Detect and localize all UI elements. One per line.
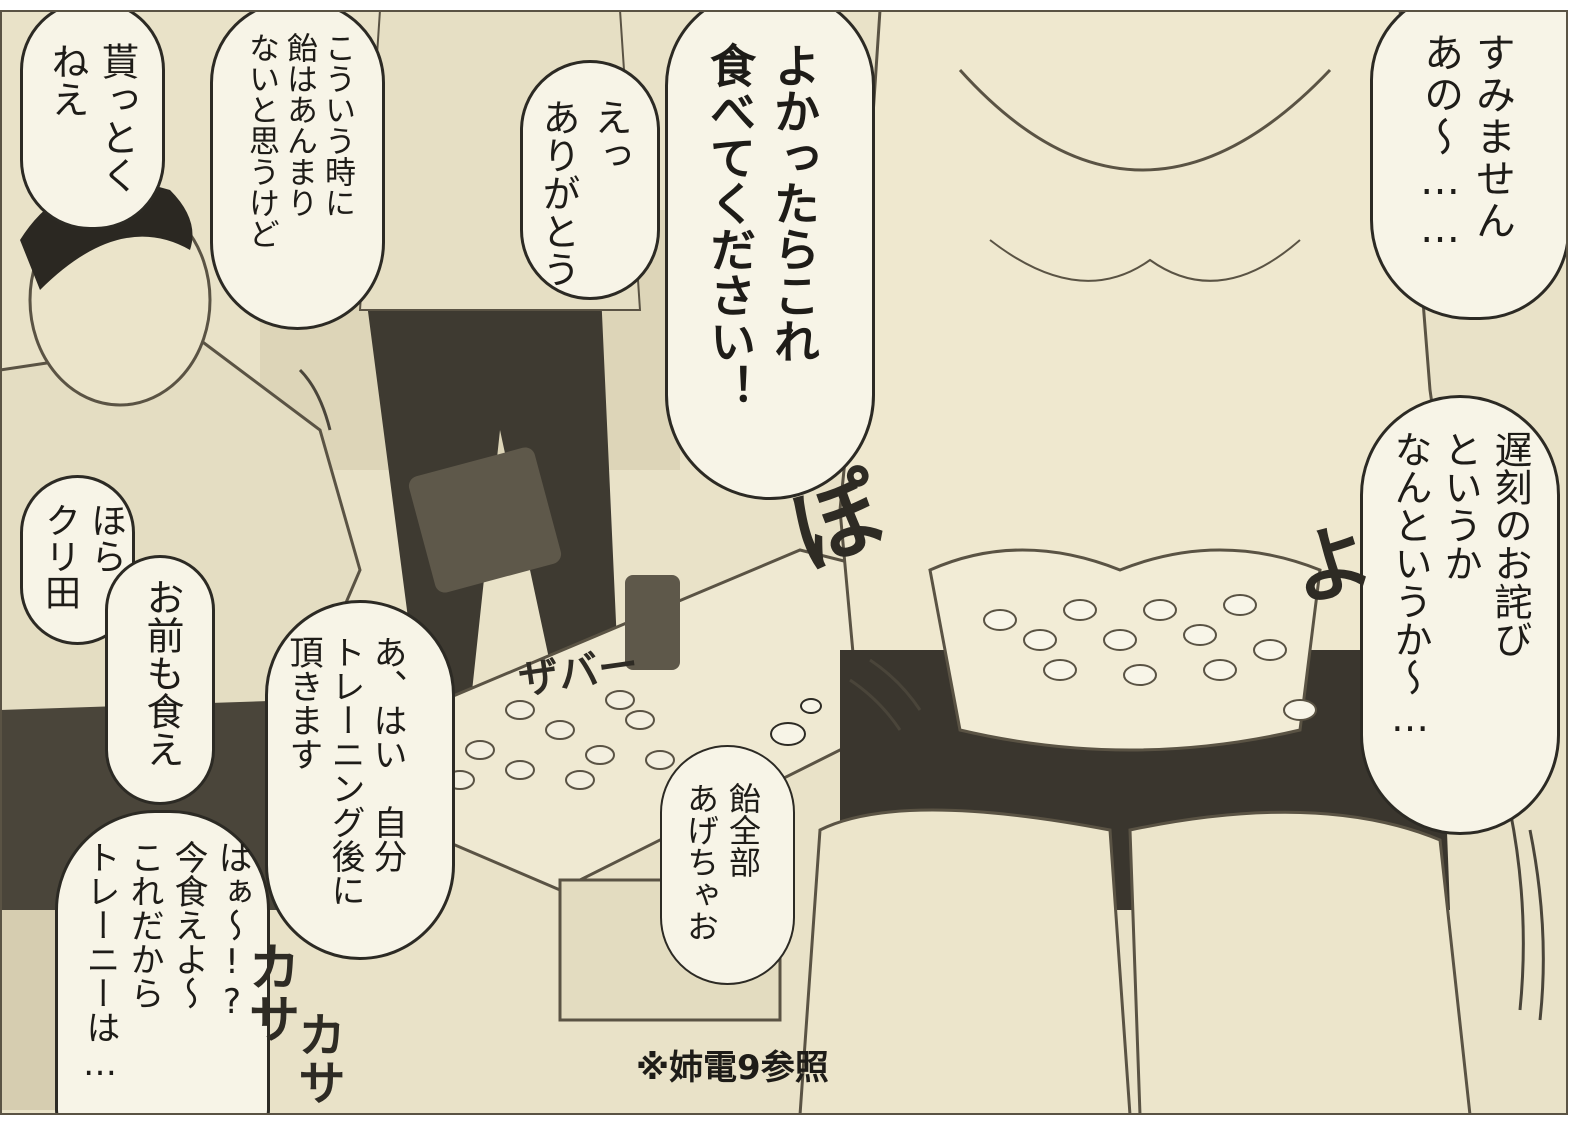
speech-text-ettsu: えっ ありがとう (536, 98, 632, 288)
speech-text-ahai: あ、はい 自分 トレーニング後に 頂きます (283, 635, 407, 907)
thought-text-ame: 飴全部 あげちゃお (682, 782, 762, 942)
speech-text-moratto: 貰っとく ねえ (45, 42, 139, 194)
speech-bubble-kouiu (210, 10, 385, 330)
manga-panel: すみません あの〜…… 遅刻のお詫び というか なんというか〜… よかったらこれ… (0, 10, 1568, 1115)
speech-text-omaemo: お前も食え (140, 578, 184, 768)
motion-lines (298, 368, 1545, 1021)
woman-neckline (958, 68, 1332, 172)
speech-bubble-ettsu (520, 60, 660, 300)
speech-bubble-omaemo (105, 555, 215, 805)
speech-text-chikoku: 遅刻のお詫び というか なんというか〜… (1388, 430, 1532, 740)
sfx-kasa-2: カサ (289, 1010, 345, 1106)
speech-bubble-ahai (265, 600, 455, 960)
speech-text-yokattara: よかったらこれ 食べてください！ (703, 42, 821, 410)
woman-right-thigh (1128, 810, 1472, 1115)
cup (625, 575, 680, 670)
speech-bubble-yokattara (665, 10, 875, 500)
candies-in-hands (983, 594, 1317, 721)
speech-bubble-moratto (20, 10, 165, 230)
woman-chest-line (989, 239, 1301, 282)
speech-text-haa: はぁ〜!? 今食えよ〜 これだから トレーニーは… (80, 840, 252, 1084)
reference-note: ※姉電9参照 (636, 1048, 829, 1088)
speech-text-sumimasen: すみません あの〜…… (1417, 32, 1515, 254)
sfx-kasa-1: カサ (239, 940, 299, 1044)
speech-text-kouiu: こういう時に 飴はあんまり ないと思うけど (243, 32, 355, 249)
thought-dot-small (800, 698, 822, 714)
woman-left-thigh (798, 808, 1132, 1115)
speech-bubble-haa (55, 810, 270, 1115)
speech-bubble-chikoku (1360, 395, 1560, 835)
thought-dot-large (770, 722, 806, 746)
speech-text-hora: ほら クリ田 (39, 502, 126, 610)
phone (408, 447, 562, 593)
thought-bubble-ame (660, 745, 795, 985)
